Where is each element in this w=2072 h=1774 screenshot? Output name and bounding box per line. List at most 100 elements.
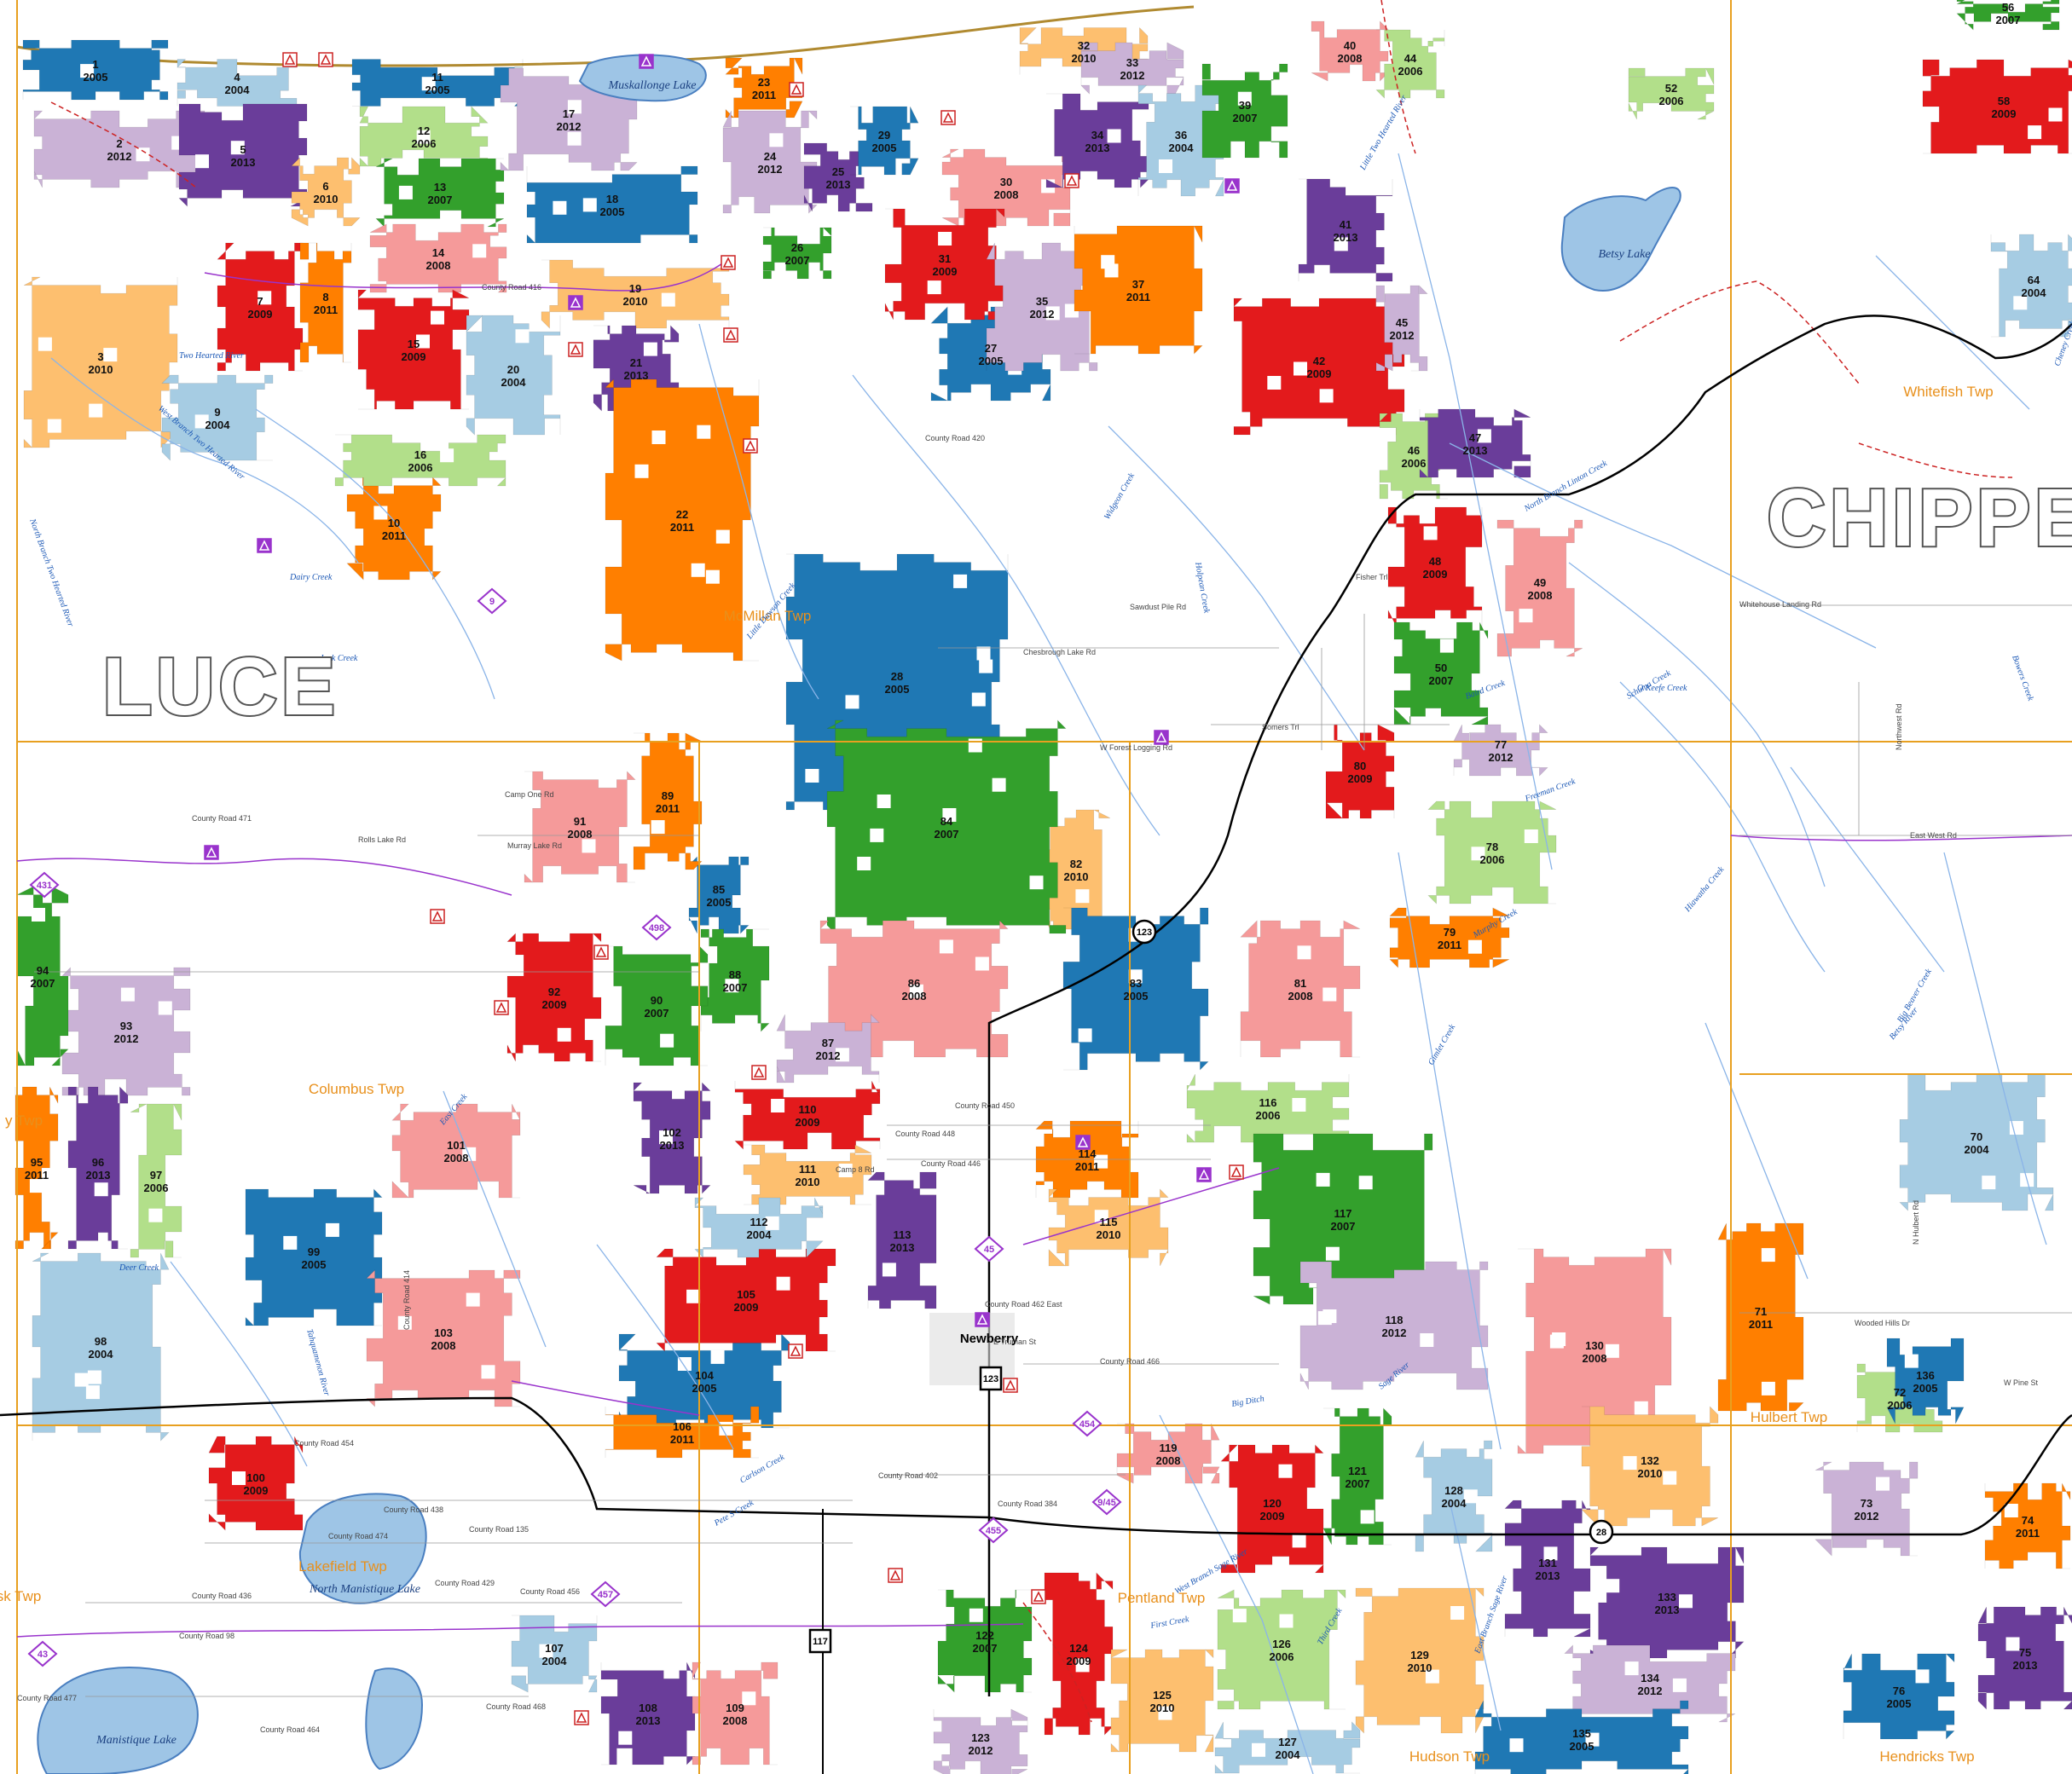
stand-93-polygon[interactable]: [61, 967, 191, 1096]
stand-23-polygon[interactable]: [725, 57, 803, 118]
stand-45-polygon[interactable]: [1375, 285, 1428, 372]
stand-clearing: [1292, 1534, 1306, 1548]
stand-clearing: [870, 828, 884, 842]
stand-50-polygon[interactable]: [1393, 621, 1489, 725]
stand-39-polygon[interactable]: [1201, 63, 1288, 159]
stand-135-polygon[interactable]: [1474, 1700, 1689, 1774]
stand-8-polygon[interactable]: [299, 242, 352, 363]
stand-19-polygon[interactable]: [541, 259, 730, 329]
stand-22-polygon[interactable]: [605, 378, 760, 662]
stand-25-polygon[interactable]: [803, 142, 873, 212]
stand-26-polygon[interactable]: [762, 227, 832, 280]
stand-111-polygon[interactable]: [743, 1144, 872, 1205]
stand-7-polygon[interactable]: [217, 242, 304, 372]
stand-23-number: 23: [758, 76, 770, 89]
stand-46-year: 2006: [1402, 457, 1427, 470]
stand-78-polygon[interactable]: [1427, 800, 1557, 904]
stand-73-polygon[interactable]: [1814, 1461, 1919, 1557]
stand-112-polygon[interactable]: [694, 1197, 824, 1258]
stand-24-number: 24: [764, 150, 777, 163]
stand-24-polygon[interactable]: [722, 110, 818, 214]
stand-104-polygon[interactable]: [618, 1333, 790, 1429]
stand-119-polygon[interactable]: [1116, 1423, 1220, 1484]
stand-83-polygon[interactable]: [1062, 907, 1209, 1071]
stand-56-polygon[interactable]: [1956, 0, 2060, 31]
stand-40-polygon[interactable]: [1311, 20, 1389, 82]
stand-85-polygon[interactable]: [688, 856, 750, 934]
stand-81-year: 2008: [1288, 990, 1313, 1003]
stand-29-polygon[interactable]: [850, 106, 919, 176]
stand-41-polygon[interactable]: [1298, 178, 1393, 282]
stand-133-polygon[interactable]: [1589, 1546, 1745, 1659]
stand-31-polygon[interactable]: [884, 208, 1005, 321]
stand-132-polygon[interactable]: [1581, 1406, 1719, 1527]
stand-71-polygon[interactable]: [1717, 1222, 1804, 1412]
stand-14-polygon[interactable]: [369, 223, 507, 293]
stand-6-polygon[interactable]: [291, 157, 361, 227]
stand-70-polygon[interactable]: [1899, 1073, 2054, 1211]
stand-128-number: 128: [1444, 1484, 1463, 1497]
stand-81-polygon[interactable]: [1240, 920, 1361, 1058]
stand-44-polygon[interactable]: [1375, 29, 1445, 99]
stream-label-dairy-creek: Dairy Creek: [289, 573, 333, 582]
stand-127-polygon[interactable]: [1214, 1721, 1361, 1774]
stand-107-polygon[interactable]: [511, 1615, 598, 1693]
stand-105-polygon[interactable]: [656, 1248, 836, 1352]
stand-122-polygon[interactable]: [937, 1589, 1033, 1693]
stand-99-polygon[interactable]: [245, 1188, 383, 1326]
stand-87-polygon[interactable]: [776, 1014, 880, 1083]
stand-5-polygon[interactable]: [178, 103, 308, 207]
stand-47-polygon[interactable]: [1419, 408, 1531, 478]
stand-110-polygon[interactable]: [734, 1080, 881, 1150]
stand-30-polygon[interactable]: [941, 148, 1071, 227]
stand-101-polygon[interactable]: [391, 1103, 521, 1199]
stand-70-number: 70: [1971, 1130, 1982, 1143]
stand-97-polygon[interactable]: [130, 1103, 182, 1258]
stand-34-polygon[interactable]: [1045, 93, 1149, 188]
stand-91-polygon[interactable]: [524, 771, 636, 883]
stand-9-number: 9: [214, 406, 220, 419]
stand-128-polygon[interactable]: [1415, 1440, 1493, 1552]
stand-77-polygon[interactable]: [1453, 724, 1548, 777]
stand-49-polygon[interactable]: [1496, 519, 1583, 657]
stand-94-polygon[interactable]: [16, 886, 69, 1066]
newberry-town[interactable]: Newberry: [929, 1313, 1019, 1385]
stand-90-polygon[interactable]: [605, 945, 709, 1066]
stand-96-polygon[interactable]: [67, 1086, 129, 1250]
stand-48-polygon[interactable]: [1387, 506, 1483, 627]
stand-92-polygon[interactable]: [506, 933, 602, 1062]
stand-35-polygon[interactable]: [986, 242, 1098, 372]
stand-64-polygon[interactable]: [1990, 234, 2072, 338]
stand-125-polygon[interactable]: [1110, 1649, 1214, 1753]
stand-106-polygon[interactable]: [605, 1406, 760, 1459]
stand-16-polygon[interactable]: [334, 434, 506, 487]
stand-129-polygon[interactable]: [1355, 1587, 1485, 1734]
stand-100-polygon[interactable]: [208, 1436, 304, 1531]
stand-134-polygon[interactable]: [1564, 1644, 1736, 1723]
stand-123-polygon[interactable]: [933, 1708, 1028, 1774]
stand-109-polygon[interactable]: [692, 1661, 778, 1765]
stand-20-polygon[interactable]: [466, 315, 561, 436]
stand-124-polygon[interactable]: [1044, 1572, 1114, 1736]
stand-84-polygon[interactable]: [826, 719, 1067, 934]
stand-126-polygon[interactable]: [1217, 1589, 1346, 1710]
stand-13-year: 2007: [428, 194, 453, 206]
stand-121-polygon[interactable]: [1322, 1407, 1392, 1546]
stand-clearing: [661, 292, 675, 307]
stand-clearing: [1358, 1176, 1373, 1190]
stand-75-polygon[interactable]: [1977, 1606, 2072, 1710]
road-label-cr-468: County Road 468: [486, 1702, 546, 1711]
stand-10-polygon[interactable]: [346, 477, 442, 581]
stand-clearing: [87, 1370, 101, 1384]
highway-shield-number: 45: [984, 1245, 994, 1255]
stand-118-polygon[interactable]: [1299, 1261, 1489, 1390]
stand-115-polygon[interactable]: [1048, 1188, 1169, 1267]
stand-13-polygon[interactable]: [375, 158, 505, 228]
stand-98-polygon[interactable]: [32, 1252, 170, 1442]
stand-9-polygon[interactable]: [161, 374, 274, 461]
stand-1-polygon[interactable]: [22, 39, 169, 101]
stand-18-polygon[interactable]: [526, 165, 698, 244]
township-label-hendricks: Hendricks Twp: [1879, 1748, 1974, 1765]
stand-52-polygon[interactable]: [1628, 67, 1715, 120]
